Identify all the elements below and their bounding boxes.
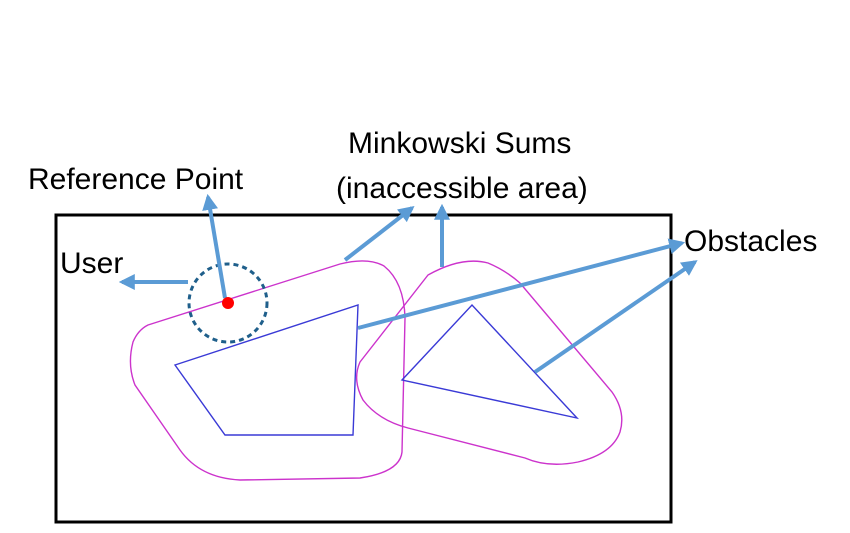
inaccessible-area-label: (inaccessible area) (336, 172, 588, 205)
obstacles-label: Obstacles (684, 225, 817, 258)
reference-point-arrow (202, 193, 227, 299)
user-label: User (60, 247, 123, 280)
obstacles-arrow-right (533, 260, 698, 374)
minkowski-sums-label: Minkowski Sums (348, 127, 571, 160)
obstacle-triangle (400, 303, 580, 420)
workspace-frame (54, 213, 673, 524)
minkowski-sum-left (129, 260, 406, 481)
reference-point-label: Reference Point (28, 163, 244, 196)
obstacles-arrow-left (357, 238, 686, 330)
minkowski-sum-right (355, 260, 623, 465)
reference-point-dot (222, 297, 234, 309)
minkowski-arrow-left (343, 206, 415, 262)
obstacle-quadrilateral (173, 304, 359, 436)
user-circle (187, 262, 269, 344)
